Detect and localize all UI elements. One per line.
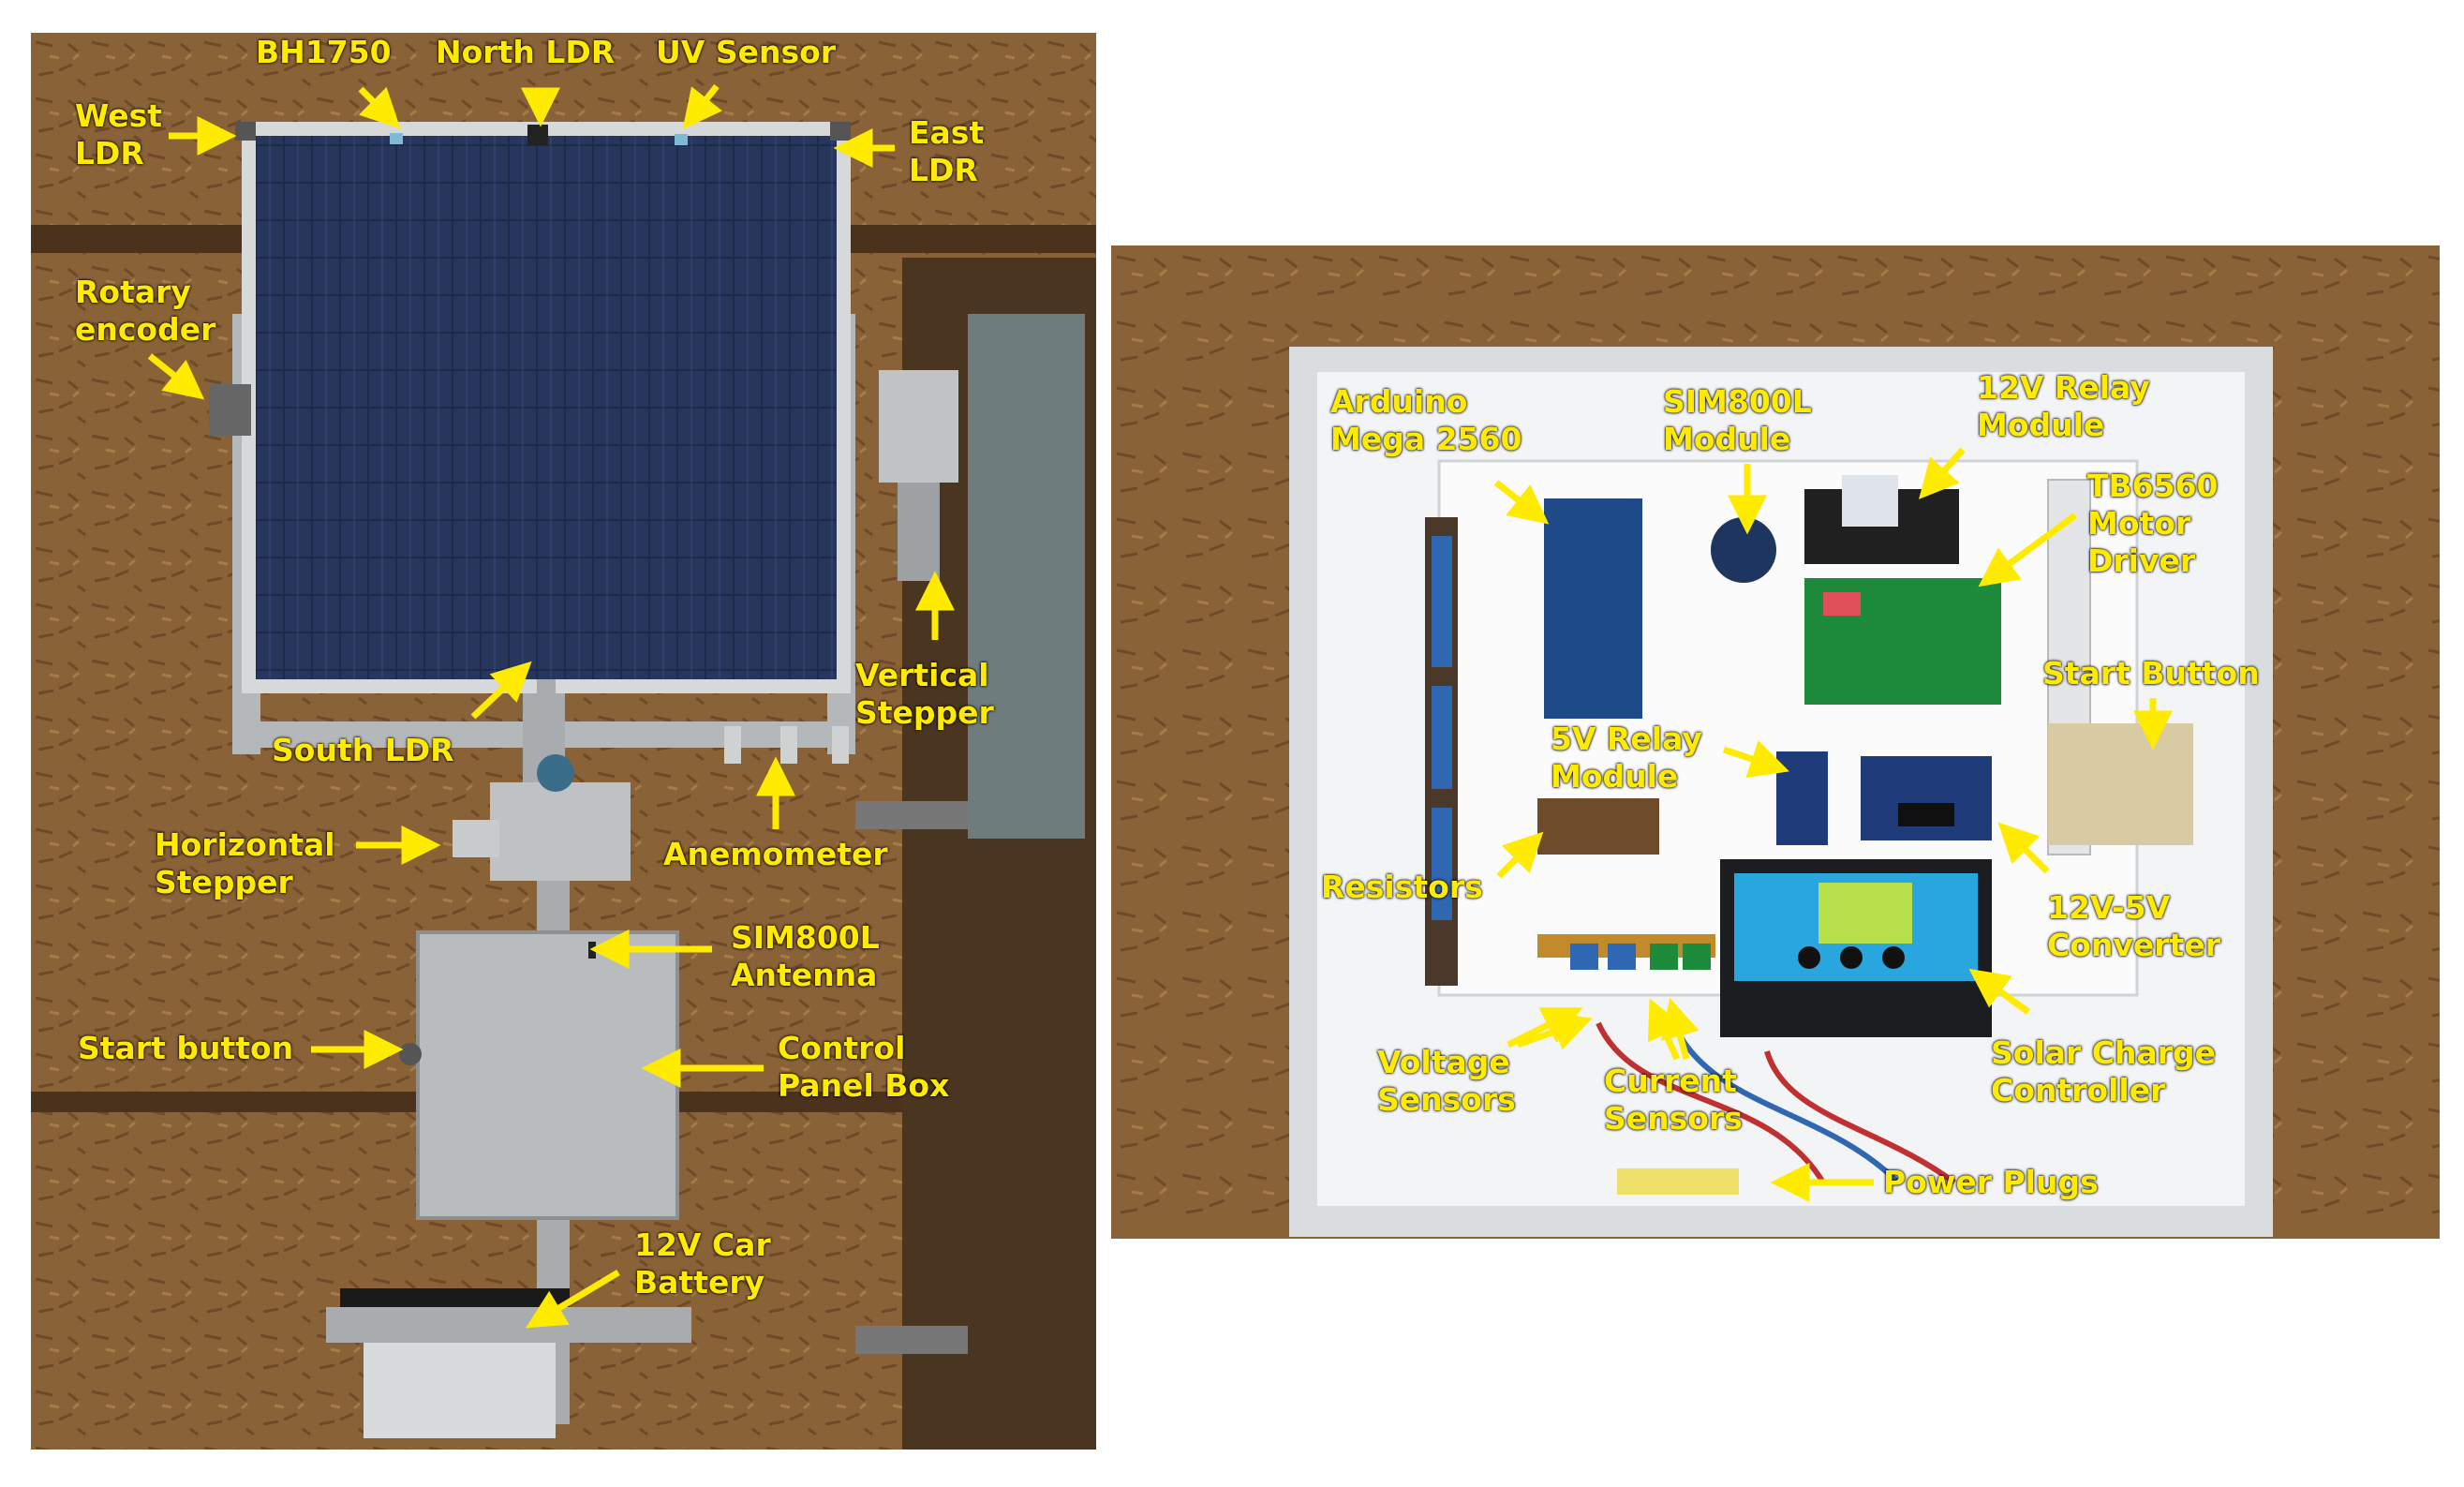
terminal-block — [1432, 808, 1452, 920]
terminal-block — [1432, 686, 1452, 789]
current-sensor — [1650, 944, 1678, 970]
south-ldr-sensor — [537, 679, 556, 694]
door-window — [968, 314, 1085, 839]
label-battery-line2: Battery — [634, 1264, 765, 1301]
label-sim-antenna-line2: Antenna — [731, 957, 878, 993]
label-battery-line1: 12V Car — [634, 1227, 771, 1263]
label-power-plugs: Power Plugs — [1883, 1164, 2099, 1200]
label-start-btn: Start Button — [2042, 655, 2260, 691]
north-ldr-sensor — [527, 125, 548, 145]
arduino-mega-board — [1544, 498, 1642, 719]
arrow-converter — [1997, 822, 2050, 874]
start-button-knob — [399, 1043, 422, 1065]
arrow-rotary-encoder — [147, 353, 205, 400]
anemometer-cup — [724, 726, 741, 764]
west-ldr-sensor — [235, 122, 256, 141]
label-west-ldr-line2: LDR — [75, 135, 144, 171]
label-vertical-line1: Vertical — [855, 657, 989, 693]
left-photo-solar-tracker — [31, 33, 1096, 1450]
anemometer-cup — [780, 726, 797, 764]
uv-sensor — [675, 134, 688, 145]
resistor-board — [1537, 798, 1659, 855]
door-hinge — [855, 801, 968, 829]
arrow-uv-sensor — [682, 83, 723, 130]
label-rotary-line1: Rotary — [75, 274, 191, 310]
voltage-sensor — [1570, 944, 1598, 970]
label-voltage-line2: Sensors — [1377, 1081, 1516, 1118]
arrow-arduino — [1493, 480, 1550, 525]
arrow-solar-controller — [1968, 968, 2031, 1015]
label-arduino-line2: Mega 2560 — [1330, 421, 1522, 457]
label-solar-line2: Controller — [1991, 1072, 2166, 1108]
horizontal-stepper-mount — [490, 782, 631, 881]
anemometer-cup — [832, 726, 849, 764]
label-north-ldr: North LDR — [436, 34, 616, 70]
label-current-line1: Current — [1604, 1063, 1737, 1099]
label-converter-line2: Converter — [2047, 927, 2220, 963]
rotary-encoder — [209, 384, 251, 436]
arrow-resistors — [1496, 831, 1544, 879]
label-vertical-line2: Stepper — [855, 694, 994, 731]
label-tb6560-line3: Driver — [2087, 543, 2196, 579]
label-tb6560-line1: TB6560 — [2087, 468, 2219, 504]
battery-body — [364, 1326, 556, 1438]
horizontal-stepper-motor — [453, 820, 499, 857]
vertical-stepper-shaft — [898, 483, 940, 581]
arrow-relay-5v — [1722, 740, 1789, 778]
label-relay12-line2: Module — [1977, 407, 2105, 443]
label-bh1750: BH1750 — [256, 34, 392, 70]
bh1750-sensor — [390, 133, 403, 144]
solar-tracker-illustration — [31, 33, 1096, 1450]
label-east-ldr-line1: East — [909, 114, 985, 151]
arrow-bh1750 — [358, 86, 401, 129]
label-control-line2: Panel Box — [778, 1067, 950, 1104]
door-hinge-lower — [855, 1326, 968, 1354]
label-horizontal-line2: Stepper — [155, 864, 293, 900]
label-relay5-line2: Module — [1551, 758, 1679, 795]
relay-12v-coil — [1842, 475, 1898, 527]
label-converter-line1: 12V-5V — [2047, 889, 2171, 926]
label-arduino-line1: Arduino — [1330, 383, 1468, 420]
label-horizontal-line1: Horizontal — [155, 826, 335, 863]
label-solar-line1: Solar Charge — [1991, 1034, 2217, 1071]
solar-panel-cells — [256, 136, 837, 679]
label-east-ldr-line2: LDR — [909, 152, 978, 188]
label-sim-module-line2: Module — [1663, 421, 1791, 457]
arrow-current-2 — [1661, 997, 1700, 1060]
arrow-south-ldr — [470, 661, 532, 720]
label-uv-sensor: UV Sensor — [656, 34, 837, 70]
label-relay12-line1: 12V Relay — [1977, 369, 2150, 406]
bearing — [537, 754, 574, 792]
label-south-ldr: South LDR — [272, 732, 454, 768]
label-current-line2: Sensors — [1604, 1100, 1743, 1137]
arrow-battery — [525, 1269, 620, 1329]
vertical-stepper-motor — [879, 370, 958, 483]
current-sensor — [1683, 944, 1711, 970]
label-sim-module-line1: SIM800L — [1663, 383, 1812, 420]
label-sim-antenna-line1: SIM800L — [731, 919, 880, 956]
battery-plug-tag — [1617, 1168, 1739, 1195]
label-rotary-line2: encoder — [75, 311, 216, 348]
label-resistors: Resistors — [1321, 869, 1483, 905]
control-panel-box — [418, 932, 677, 1218]
label-voltage-line1: Voltage — [1377, 1044, 1510, 1080]
label-start-button: Start button — [78, 1030, 294, 1066]
label-tb6560-line2: Motor — [2087, 505, 2191, 542]
label-relay5-line1: 5V Relay — [1551, 721, 1702, 757]
terminal-block — [1432, 536, 1452, 667]
arrow-voltage-2 — [1516, 1012, 1593, 1050]
voltage-sensor — [1608, 944, 1636, 970]
label-control-line1: Control — [778, 1030, 906, 1066]
arrow-relay-12v — [1919, 447, 1966, 499]
battery-tray — [326, 1307, 691, 1343]
label-anemometer: Anemometer — [663, 836, 888, 872]
arrow-tb6560 — [1978, 513, 2078, 587]
label-west-ldr-line1: West — [75, 97, 163, 134]
